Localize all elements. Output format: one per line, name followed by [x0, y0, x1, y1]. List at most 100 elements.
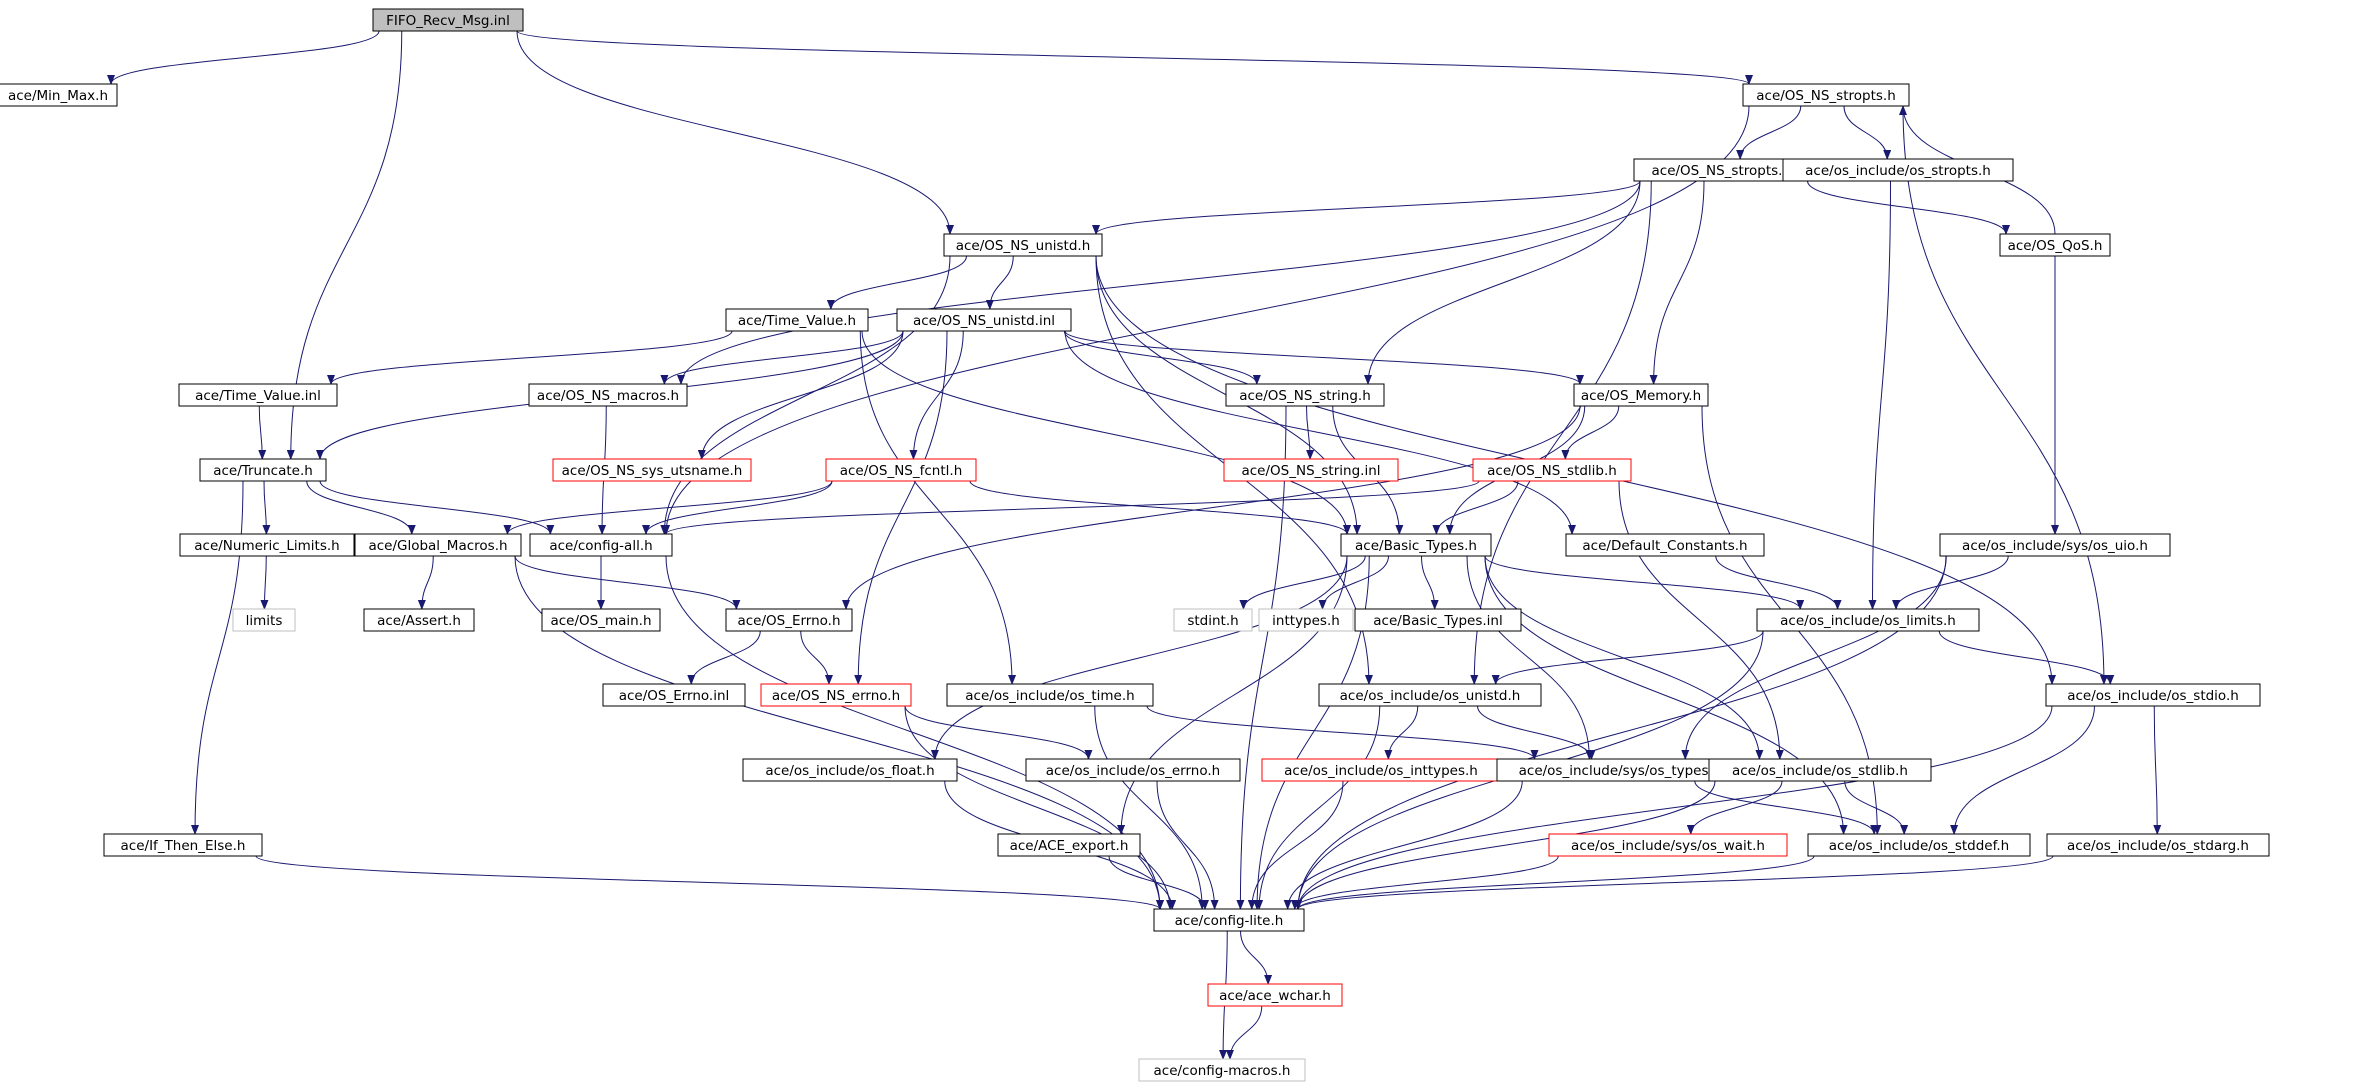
file-node-box — [1548, 833, 1788, 857]
edge-truncate-to-globalmacros — [306, 480, 416, 535]
file-node-label: ace/OS_NS_fcntl.h — [840, 463, 963, 479]
file-node-unistd_inl[interactable]: ace/OS_NS_unistd.inl — [896, 308, 1072, 332]
edge-timevalue_h-to-timevalue_inl — [327, 330, 733, 385]
file-node-label: ace/Time_Value.h — [738, 313, 856, 329]
edge-stropts_h-to-osstdio — [1902, 105, 2108, 685]
edge-unistd_inl-to-macros — [660, 330, 904, 385]
file-node-box — [725, 608, 853, 632]
file-node-acewchar[interactable]: ace/ace_wchar.h — [1207, 983, 1343, 1007]
edge-unistd_inl-to-memory — [1064, 330, 1584, 385]
file-node-box — [1318, 683, 1542, 707]
file-node-memory[interactable]: ace/OS_Memory.h — [1573, 383, 1709, 407]
edge-unistd_h-to-configall — [660, 255, 951, 535]
edge-oserrno-to-oserrno_inl — [687, 630, 761, 685]
edge-osstddef-to-configlite — [1294, 855, 1815, 910]
file-node-osstdlib[interactable]: ace/os_include/os_stdlib.h — [1708, 758, 1932, 782]
file-node-minmax[interactable]: ace/Min_Max.h — [0, 83, 118, 107]
file-node-ostime[interactable]: ace/os_include/os_time.h — [946, 683, 1154, 707]
edge-fcntl-to-basictypes — [969, 480, 1351, 535]
file-node-osunistd[interactable]: ace/os_include/os_unistd.h — [1318, 683, 1542, 707]
file-node-osstddef[interactable]: ace/os_include/os_stddef.h — [1807, 833, 2031, 857]
edge-oslimits-to-osstdio — [1938, 630, 2115, 685]
edge-defconst-to-oslimits — [1715, 555, 1842, 610]
edge-numlimits-to-limits — [260, 555, 269, 610]
file-node-oswait[interactable]: ace/os_include/sys/os_wait.h — [1548, 833, 1788, 857]
file-node-numlimits[interactable]: ace/Numeric_Limits.h — [179, 533, 355, 557]
file-node-globalmacros[interactable]: ace/Global_Macros.h — [354, 533, 522, 557]
edge-basictypes-to-oslimits — [1484, 555, 1805, 610]
file-node-basictypes[interactable]: ace/Basic_Types.h — [1340, 533, 1492, 557]
file-node-qos[interactable]: ace/OS_QoS.h — [1999, 233, 2111, 257]
edge-root-to-truncate — [286, 30, 403, 460]
file-node-timevalue_h[interactable]: ace/Time_Value.h — [725, 308, 869, 332]
file-node-box — [943, 233, 1103, 257]
file-node-oserrno_inl[interactable]: ace/OS_Errno.inl — [602, 683, 746, 707]
file-node-box — [1573, 383, 1709, 407]
file-node-box — [372, 8, 524, 32]
file-node-utsname[interactable]: ace/OS_NS_sys_utsname.h — [552, 458, 752, 482]
edge-oslimits-to-osunistd — [1491, 630, 1764, 685]
edge-uio-to-ostypes — [1681, 555, 1947, 760]
edge-string_h-to-string_inl — [1306, 405, 1315, 460]
edge-stropts_h-to-configall — [662, 105, 1750, 535]
file-node-label: ace/Basic_Types.inl — [1373, 613, 1502, 629]
file-node-label: ace/config-all.h — [549, 538, 652, 554]
file-node-string_h[interactable]: ace/OS_NS_string.h — [1225, 383, 1385, 407]
edge-unistd_inl-to-string_h — [1063, 330, 1261, 385]
file-node-osinttypes[interactable]: ace/os_include/os_inttypes.h — [1261, 758, 1501, 782]
edge-basictypes-to-basictypes_inl — [1421, 555, 1439, 610]
file-node-configlite[interactable]: ace/config-lite.h — [1153, 908, 1305, 932]
file-node-label: ace/Assert.h — [377, 613, 461, 629]
edge-nserrno-to-oserrno_h — [904, 705, 1093, 760]
file-node-string_inl[interactable]: ace/OS_NS_string.inl — [1223, 458, 1399, 482]
edge-osinttypes-to-configlite — [1247, 780, 1344, 910]
file-node-stdlib[interactable]: ace/OS_NS_stdlib.h — [1472, 458, 1632, 482]
file-node-osstdarg[interactable]: ace/os_include/os_stdarg.h — [2046, 833, 2270, 857]
file-node-defconst[interactable]: ace/Default_Constants.h — [1565, 533, 1765, 557]
edge-unistd_h-to-unistd_inl — [985, 255, 1014, 310]
file-node-osfloat[interactable]: ace/os_include/os_float.h — [742, 758, 958, 782]
file-node-nserrno[interactable]: ace/OS_NS_errno.h — [760, 683, 912, 707]
edge-oswait-to-configlite — [1290, 855, 1559, 910]
file-node-box — [103, 833, 263, 857]
file-node-aceexport[interactable]: ace/ACE_export.h — [997, 833, 1141, 857]
file-node-oserrno[interactable]: ace/OS_Errno.h — [725, 608, 853, 632]
file-node-unistd_h[interactable]: ace/OS_NS_unistd.h — [943, 233, 1103, 257]
file-node-basictypes_inl[interactable]: ace/Basic_Types.inl — [1354, 608, 1522, 632]
file-node-configall[interactable]: ace/config-all.h — [529, 533, 673, 557]
edge-unistd_h-to-timevalue_h — [826, 255, 967, 310]
edge-os_stropts-to-oslimits — [1868, 180, 1891, 610]
edge-basictypes-to-stdint — [1239, 555, 1366, 610]
file-node-label: ace/os_include/os_limits.h — [1780, 613, 1956, 629]
file-node-root[interactable]: FIFO_Recv_Msg.inl — [372, 8, 524, 32]
file-node-oslimits[interactable]: ace/os_include/os_limits.h — [1756, 608, 1980, 632]
file-node-oserrno_h[interactable]: ace/os_include/os_errno.h — [1025, 758, 1241, 782]
file-node-osmain[interactable]: ace/OS_main.h — [541, 608, 661, 632]
file-node-ifthenelse[interactable]: ace/If_Then_Else.h — [103, 833, 263, 857]
file-node-stropts_inl[interactable]: ace/OS_NS_stropts.inl — [1633, 158, 1817, 182]
file-node-ostypes[interactable]: ace/os_include/sys/os_types.h — [1496, 758, 1744, 782]
file-node-label: ace/Numeric_Limits.h — [194, 538, 339, 554]
file-node-timevalue_inl[interactable]: ace/Time_Value.inl — [178, 383, 338, 407]
file-node-stropts_h[interactable]: ace/OS_NS_stropts.h — [1742, 83, 1910, 107]
edge-osstdarg-to-configlite — [1294, 855, 2054, 910]
file-node-osstdio[interactable]: ace/os_include/os_stdio.h — [2045, 683, 2261, 707]
file-node-fcntl[interactable]: ace/OS_NS_fcntl.h — [825, 458, 977, 482]
file-node-macros[interactable]: ace/OS_NS_macros.h — [528, 383, 688, 407]
edge-root-to-minmax — [107, 30, 380, 85]
edge-stropts_inl-to-osunistd — [1470, 180, 1652, 685]
file-node-assert[interactable]: ace/Assert.h — [363, 608, 475, 632]
file-node-truncate[interactable]: ace/Truncate.h — [199, 458, 327, 482]
dependency-edges — [107, 30, 2162, 1060]
file-node-box — [1807, 833, 2031, 857]
edge-stdlib-to-basictypes — [1432, 480, 1519, 535]
edge-stdlib-to-osstdlib — [1618, 480, 1784, 760]
file-node-label: ace/Truncate.h — [213, 463, 313, 479]
file-node-label: ace/If_Then_Else.h — [121, 838, 246, 854]
file-node-box — [0, 83, 118, 107]
file-node-uio[interactable]: ace/os_include/sys/os_uio.h — [1939, 533, 2171, 557]
file-node-box — [602, 683, 746, 707]
file-node-box — [997, 833, 1141, 857]
file-node-os_stropts[interactable]: ace/os_include/os_stropts.h — [1782, 158, 2014, 182]
